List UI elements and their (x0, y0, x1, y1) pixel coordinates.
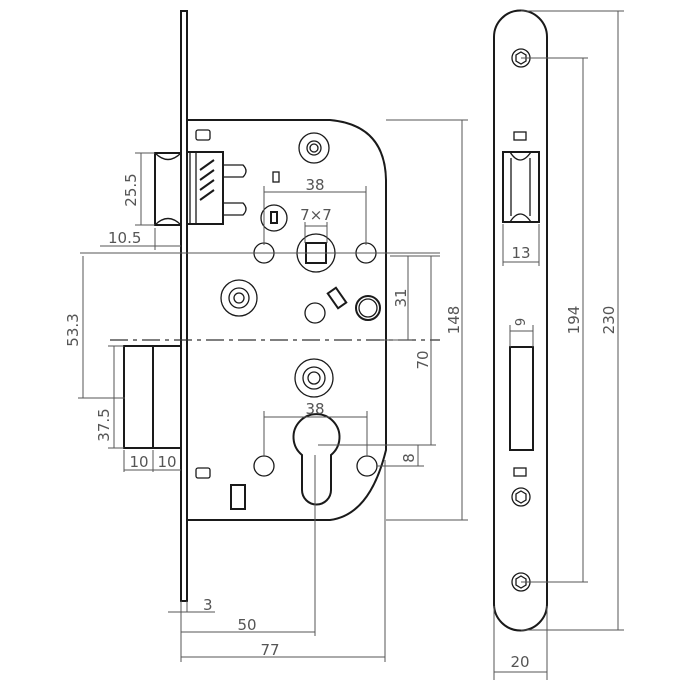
faceplate-outline (493, 9, 548, 632)
faceplate-small-slot-bottom (513, 467, 527, 477)
bolt-opening (509, 346, 534, 451)
dim-faceplate-thickness: 3 (203, 596, 213, 614)
latch-bolt (154, 152, 182, 226)
dim-bolt-opening-width: 9 (514, 318, 529, 326)
tilted-slot (326, 286, 348, 310)
bottom-clip-icon (195, 467, 211, 479)
dim-spindle-to-centerline: 31 (392, 288, 410, 307)
dim-deadbolt-height: 37.5 (95, 408, 113, 441)
dim-body-height: 148 (445, 306, 463, 335)
top-clip-icon (195, 129, 211, 141)
dim-cylinder-offset: 8 (400, 453, 418, 463)
dim-spindle-to-cylinder: 70 (414, 350, 432, 369)
dim-follower-spacing: 38 (305, 176, 324, 194)
faceplate-small-slot-top (513, 131, 527, 141)
latch-spring-assembly (186, 151, 247, 225)
latch-opening (502, 151, 540, 223)
dim-total-length: 230 (600, 306, 618, 335)
dim-deadbolt-width-a: 10 (129, 453, 148, 471)
lock-case (187, 119, 387, 521)
dim-screw-spacing: 194 (565, 306, 583, 335)
small-slot-top (272, 171, 280, 183)
middle-screw-icon (511, 487, 531, 507)
euro-cylinder-cutout (292, 413, 341, 506)
dim-latch-opening-width: 13 (511, 244, 530, 262)
dim-cylinder-spacing: 38 (305, 400, 324, 418)
lock-body-view: 25.5 10.5 38 7×7 53.3 37.5 10 10 31 (64, 10, 468, 662)
follower-row (80, 233, 440, 273)
lower-screw-boss (294, 358, 334, 398)
deadbolt (123, 345, 182, 449)
faceplate-view: 13 9 194 230 20 (493, 9, 624, 680)
dim-backset: 50 (237, 616, 256, 634)
faceplate-edge (180, 10, 188, 602)
ring-hole (355, 295, 381, 321)
slot-boss (260, 204, 288, 232)
dim-latch-to-centerline: 53.3 (64, 313, 82, 346)
dim-spindle-square: 7×7 (300, 206, 332, 224)
dim-faceplate-width: 20 (510, 653, 529, 671)
pin-hole (304, 302, 326, 324)
dim-deadbolt-width-b: 10 (157, 453, 176, 471)
dim-total-depth: 77 (260, 641, 279, 659)
top-screw-boss (298, 132, 330, 164)
dim-latch-projection: 10.5 (108, 229, 141, 247)
dim-latch-height: 25.5 (122, 173, 140, 206)
middle-screw-boss (220, 279, 258, 317)
bottom-slot (230, 484, 246, 510)
